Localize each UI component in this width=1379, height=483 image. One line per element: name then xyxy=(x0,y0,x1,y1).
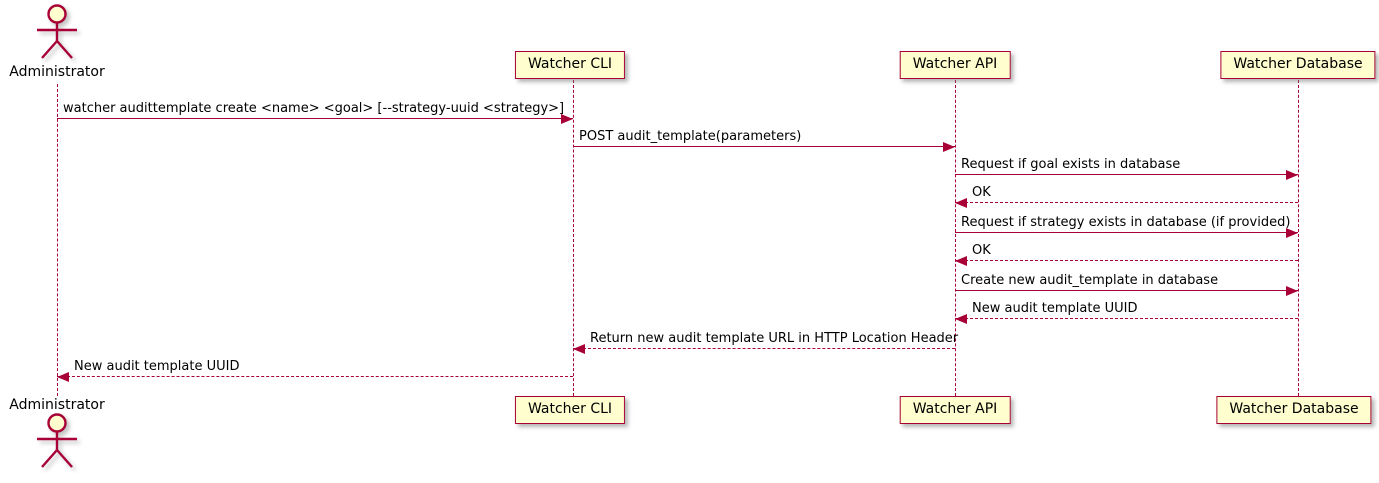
arrow-line xyxy=(955,286,1298,296)
actor-figure-icon xyxy=(32,3,82,65)
message-1: watcher audittemplate create <name> <goa… xyxy=(57,99,573,124)
message-label: Create new audit_template in database xyxy=(961,273,1219,288)
actor-label-bottom: Administrator xyxy=(9,397,105,413)
message-10: New audit template UUID xyxy=(57,357,573,382)
message-label: Request if goal exists in database xyxy=(961,157,1181,172)
message-label: OK xyxy=(972,243,991,258)
message-label: watcher audittemplate create <name> <goa… xyxy=(63,101,565,116)
message-3: Request if goal exists in database xyxy=(955,155,1298,180)
participant-watcher-database-top: Watcher Database xyxy=(1220,51,1376,79)
participant-watcher-cli-top: Watcher CLI xyxy=(514,51,626,79)
arrowhead-icon xyxy=(1286,286,1298,296)
arrow-line xyxy=(955,256,1298,266)
participant-watcher-database-bottom: Watcher Database xyxy=(1216,396,1372,424)
lifeline-watcher-api xyxy=(955,80,956,396)
participant-watcher-cli-bottom: Watcher CLI xyxy=(514,396,626,424)
arrowhead-icon xyxy=(943,142,955,152)
message-9: Return new audit template URL in HTTP Lo… xyxy=(573,329,959,354)
arrow-line xyxy=(57,372,573,382)
lifeline-administrator xyxy=(57,84,58,396)
message-8: New audit template UUID xyxy=(955,299,1298,324)
message-label: New audit template UUID xyxy=(972,301,1138,316)
arrowhead-icon xyxy=(955,198,967,208)
arrow-line xyxy=(955,228,1298,238)
arrowhead-icon xyxy=(57,372,69,382)
participant-watcher-api-bottom: Watcher API xyxy=(899,396,1011,424)
message-label: OK xyxy=(972,185,991,200)
message-2: POST audit_template(parameters) xyxy=(573,127,955,152)
actor-label-top: Administrator xyxy=(9,64,105,80)
arrow-line xyxy=(57,114,573,124)
participant-watcher-api-top: Watcher API xyxy=(899,51,1011,79)
arrowhead-icon xyxy=(561,114,573,124)
message-label: POST audit_template(parameters) xyxy=(579,129,802,144)
arrow-line xyxy=(955,314,1298,324)
arrowhead-icon xyxy=(1286,228,1298,238)
arrowhead-icon xyxy=(955,256,967,266)
arrow-line xyxy=(955,198,1298,208)
message-5: Request if strategy exists in database (… xyxy=(955,213,1298,238)
message-label: New audit template UUID xyxy=(74,359,240,374)
message-7: Create new audit_template in database xyxy=(955,271,1298,296)
message-4: OK xyxy=(955,183,1298,208)
arrowhead-icon xyxy=(1286,170,1298,180)
message-6: OK xyxy=(955,241,1298,266)
arrow-line xyxy=(573,344,955,354)
arrow-line xyxy=(955,170,1298,180)
message-label: Request if strategy exists in database (… xyxy=(961,215,1291,230)
arrow-line xyxy=(573,142,955,152)
arrowhead-icon xyxy=(573,344,585,354)
arrowhead-icon xyxy=(955,314,967,324)
lifeline-watcher-cli xyxy=(573,80,574,396)
lifeline-watcher-database xyxy=(1298,80,1299,396)
actor-figure-icon xyxy=(32,412,82,474)
message-label: Return new audit template URL in HTTP Lo… xyxy=(590,331,959,346)
